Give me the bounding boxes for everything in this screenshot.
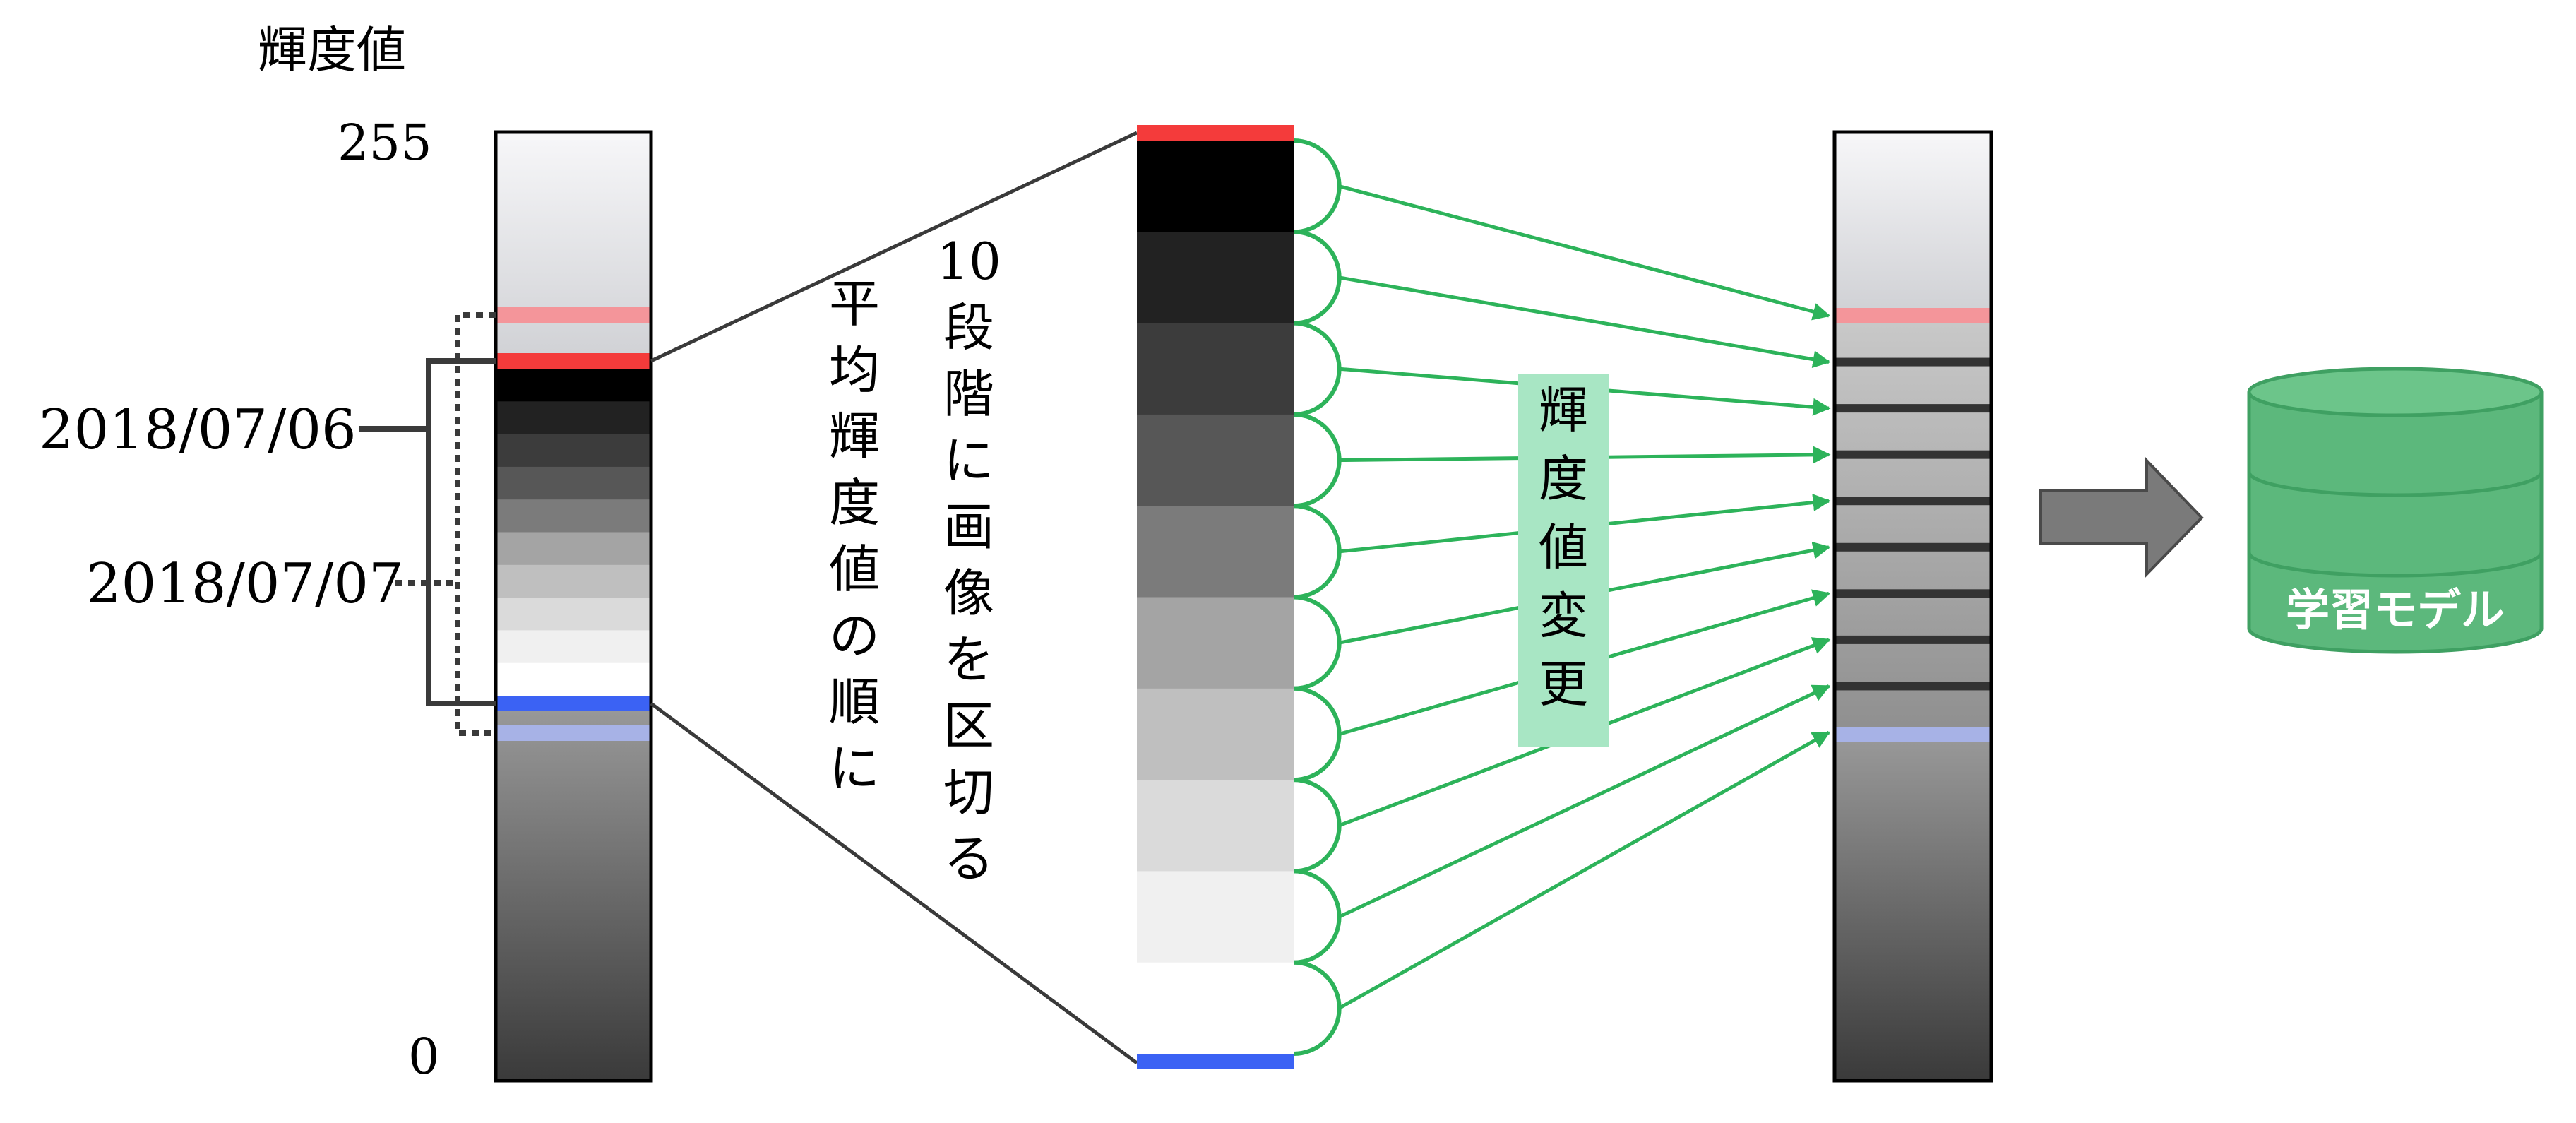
change-label-box [1518, 374, 1609, 747]
sort-label-char: 値 [829, 540, 880, 599]
segment-loops [1293, 138, 1342, 1056]
change-label-char: 度 [1539, 450, 1588, 508]
left-segment [496, 662, 651, 696]
segment-loop [1293, 321, 1342, 417]
sort-label-char: に [829, 739, 880, 798]
result-boundary-line [1835, 542, 1991, 552]
result-boundary-line [1835, 589, 1991, 598]
left-segment-group [496, 369, 651, 696]
segment-loop [1293, 412, 1342, 509]
result-boundary-line [1835, 635, 1991, 644]
date-label-2: 2018/07/07 [86, 552, 404, 616]
result-bar [1832, 130, 1993, 1083]
left-segment [496, 434, 651, 468]
expanded-segment-group [1137, 141, 1294, 1054]
result-boundary-line [1835, 357, 1991, 367]
flow-arrow-icon [2039, 457, 2204, 578]
scale-max-label: 255 [338, 114, 432, 172]
expanded-segment [1137, 871, 1294, 963]
blue-marker-left [496, 696, 651, 711]
pink-marker-result [1835, 308, 1991, 323]
change-label-char: 輝 [1539, 381, 1588, 439]
expanded-bar [1137, 125, 1294, 1069]
segment-loop [1293, 686, 1342, 783]
split-label-char: 段 [943, 298, 994, 357]
lightblue-marker-result [1835, 727, 1991, 742]
date-label-1: 2018/07/06 [39, 398, 357, 462]
split-label-char: 切 [943, 763, 994, 822]
scale-label: 輝度値 [258, 21, 406, 79]
mapping-arrow [1338, 730, 1831, 1010]
mapping-arrow [1338, 684, 1831, 919]
left-scale-bar [494, 130, 653, 1083]
database-icon: 学習モデル [2247, 367, 2544, 654]
expanded-segment [1137, 962, 1294, 1054]
bracket-dotted [455, 312, 496, 736]
change-label-char: 更 [1539, 655, 1588, 713]
sort-label-char: 均 [829, 340, 880, 400]
split-label-char: に [943, 431, 994, 490]
left-segment [496, 466, 651, 500]
lightblue-marker-left [496, 725, 651, 741]
result-boundary-lines [1835, 357, 1991, 691]
expanded-segment [1137, 506, 1294, 598]
split-label-char: 区 [943, 696, 994, 756]
bracket-solid [426, 358, 496, 706]
segment-loop [1293, 869, 1342, 965]
segment-loop [1293, 778, 1342, 874]
sort-label-char: 順 [829, 672, 880, 732]
scale-min-label: 0 [408, 1028, 440, 1086]
split-label-char: る [943, 829, 994, 889]
left-segment [496, 598, 651, 631]
segment-loop [1293, 595, 1342, 691]
left-segment [496, 401, 651, 435]
pink-marker-left [496, 307, 651, 323]
mapping-arrow [1339, 275, 1831, 369]
model-label: 学習モデル [2286, 584, 2505, 636]
red-marker-expanded [1137, 125, 1294, 141]
red-marker-left [496, 353, 651, 369]
expanded-segment [1137, 323, 1294, 415]
result-boundary-line [1835, 404, 1991, 413]
segment-loop [1293, 504, 1342, 600]
expanded-segment [1137, 780, 1294, 872]
expanded-segment [1137, 414, 1294, 506]
mapping-arrow [1339, 184, 1831, 321]
split-label-char: 像 [943, 564, 994, 623]
expanded-segment [1137, 141, 1294, 232]
result-boundary-line [1835, 682, 1991, 691]
segment-loop [1293, 138, 1342, 234]
change-label-char: 値 [1539, 518, 1588, 576]
expanded-segment [1137, 597, 1294, 689]
split-label-char: 階 [943, 364, 994, 424]
split-label-char: を [943, 630, 994, 689]
sort-label-char: 度 [829, 473, 880, 533]
segment-loop [1293, 230, 1342, 326]
left-segment [496, 532, 651, 566]
sort-label-char: の [829, 606, 880, 665]
expanded-segment [1137, 232, 1294, 324]
segment-loop [1293, 960, 1342, 1056]
result-boundary-line [1835, 450, 1991, 459]
blue-marker-expanded [1137, 1054, 1294, 1069]
expanded-segment [1137, 688, 1294, 780]
left-segment [496, 499, 651, 533]
sort-label-char: 平 [829, 274, 880, 333]
split-label-char: 10 [936, 232, 1001, 291]
sort-label-char: 輝 [829, 407, 880, 466]
change-label-char: 変 [1539, 587, 1588, 645]
split-label-char: 画 [943, 497, 994, 557]
left-segment [496, 369, 651, 402]
result-boundary-line [1835, 497, 1991, 506]
left-segment [496, 564, 651, 598]
left-segment [496, 630, 651, 664]
